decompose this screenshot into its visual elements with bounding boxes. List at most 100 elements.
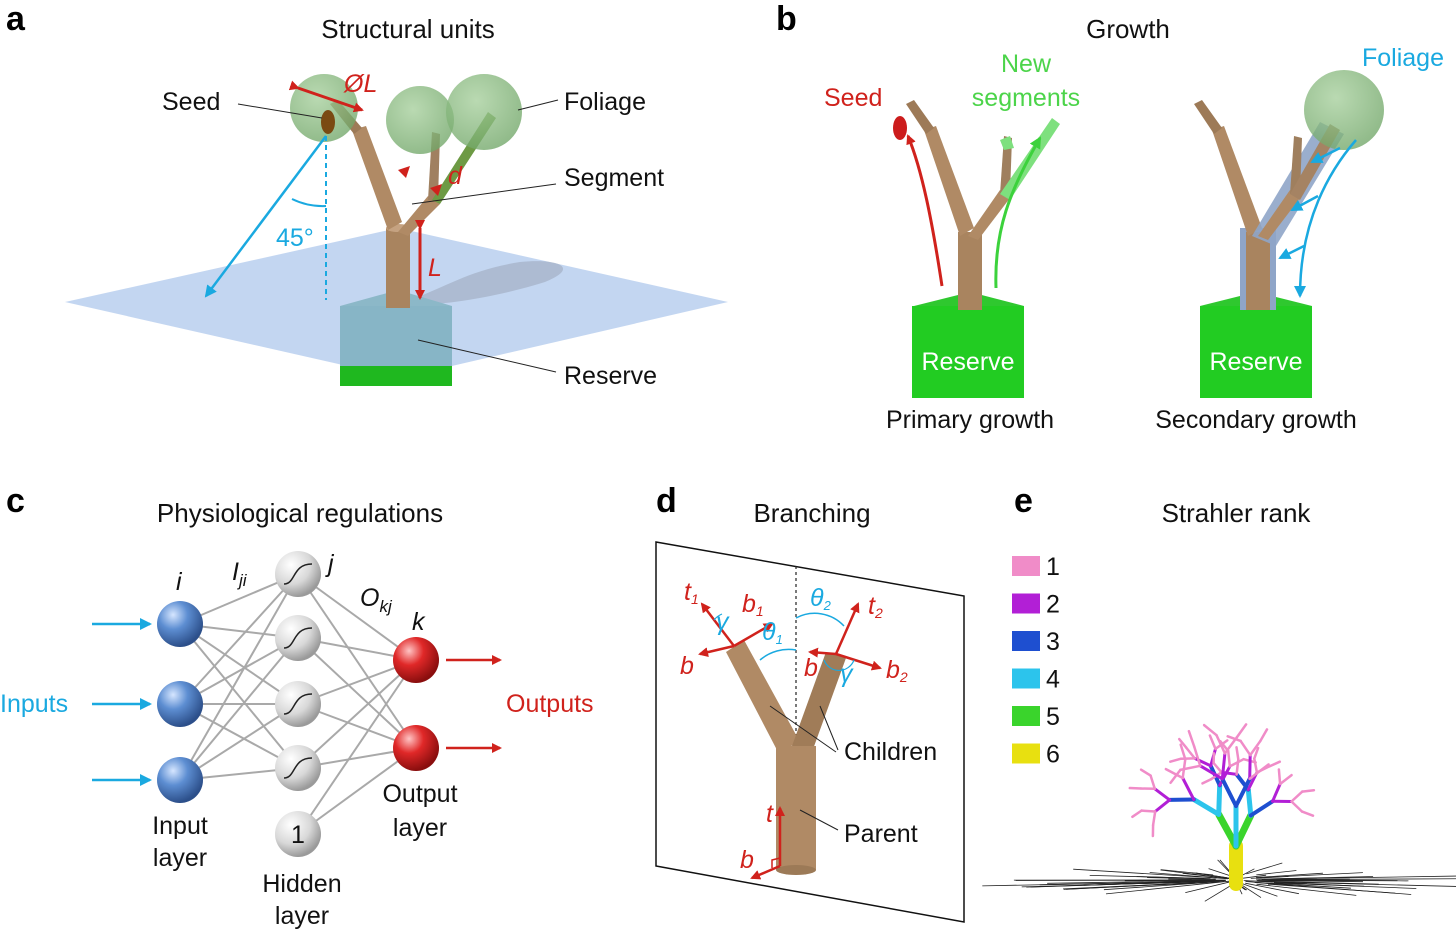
input-neuron-2 [157,681,203,727]
label-d: d [448,162,463,190]
primary-growth-arrow-red [906,134,944,287]
branch-left-b [968,190,1010,240]
panel-b-title: Growth [1086,14,1170,44]
label-primary-growth: Primary growth [886,406,1054,434]
branch-right [398,196,440,236]
seed [321,110,335,134]
panel-c-title: Physiological regulations [157,498,443,528]
branch-rank-2 [1153,787,1172,802]
label-children: Children [844,738,937,766]
branch-rank-1 [1151,810,1157,827]
branch-rank-2 [1220,751,1227,781]
vector-b2 [835,652,882,671]
gamma-arc-2 [823,659,855,672]
branch-rank-1 [1139,768,1152,777]
vector-b1 [733,622,774,648]
branch-rank-1 [1179,743,1187,761]
branch-left-a [924,126,974,236]
gamma-arc-1 [713,613,723,621]
root-line [1243,874,1267,879]
theta2-arc [795,612,845,627]
branch-left-c [1000,136,1012,194]
branch-rank-1 [1131,809,1143,819]
branch-rank-1 [1268,760,1282,768]
label-reserve-right: Reserve [1209,348,1302,376]
new-segment-stub [1000,136,1014,150]
root-line [1168,878,1216,880]
connection-line [179,573,299,781]
vector-t2 [834,602,860,655]
branch-right-a [1212,126,1262,236]
connection-line [179,623,299,705]
label-gamma-1: γ [716,608,730,636]
bias-neuron [275,811,321,857]
label-b-right: b [804,654,818,682]
branch-rank-2 [1271,782,1282,803]
legend-label-rank-1: 1 [1046,553,1060,581]
root-line [1208,868,1230,876]
sigmoid-icon [283,563,313,585]
root-line [1147,877,1216,880]
branch-rank-1 [1235,758,1240,776]
sigmoid-icon [283,693,313,715]
branch-rank-3 [1248,799,1275,818]
seed-leader [237,103,323,119]
label-inputs: Inputs [0,690,68,718]
branch-rank-4 [1245,787,1254,818]
label-outputs: Outputs [506,690,594,718]
panel-letter-e: e [1014,482,1033,520]
hidden-neuron-4 [275,745,321,791]
branch-rank-1 [1226,735,1242,743]
label-input-layer-1: Input [152,812,208,840]
connection-line [297,659,417,835]
branch-rank-2 [1181,776,1196,801]
branch-rank-1 [1253,757,1259,774]
root-line [1105,880,1230,895]
root-line [1255,872,1323,878]
root-line [1182,872,1229,879]
legend-label-rank-5: 5 [1046,703,1060,731]
root-line [1267,883,1396,894]
root-line [1256,883,1357,896]
child-branch-2 [792,652,846,752]
branch-rank-1 [1239,739,1252,757]
root-line [1256,870,1297,876]
d-mark-2 [430,184,442,196]
hidden-neuron-1 [275,551,321,597]
legend-swatch-rank-3 [1012,631,1040,651]
reserve-box-left [912,306,1024,398]
legend-label-rank-3: 3 [1046,628,1060,656]
d-mark-1 [398,166,410,178]
branch-rank-1 [1277,768,1282,786]
input-neuron-1 [157,601,203,647]
label-input-layer-2: layer [153,844,207,872]
foliage-leader [517,99,559,111]
connection-line [179,637,299,781]
secondary-arrow-tick-2 [1290,194,1319,212]
panel-d: d Branching t1 b1 b t2 b2 b t b θ1 [655,482,965,923]
primary-growth-arrow-green [994,136,1042,289]
branch-rank-1 [1301,788,1316,793]
label-diameter: ØL [343,70,377,98]
segment-leader [411,183,557,205]
panel-b: b Growth Reserve Seed New segments Prima… [776,0,1444,434]
reserve-soil [340,366,452,386]
label-secondary-growth: Secondary growth [1155,406,1357,434]
label-hidden-layer-1: Hidden [262,870,341,898]
branch-rank-4 [1191,797,1222,817]
primary-growth-tree: Reserve [893,100,1060,398]
branch-left [352,126,402,230]
secondary-growth-arrow [1294,139,1357,298]
label-bias: 1 [291,821,305,849]
label-output-layer-2: layer [393,814,447,842]
branch-rank-3 [1234,776,1252,808]
label-I: Iji [232,558,248,590]
root-line [1195,872,1230,879]
root-line [1245,880,1308,884]
branch-rank-1 [1212,761,1223,774]
secondary-growth-tree: Reserve [1194,70,1384,398]
legend-label-rank-6: 6 [1046,741,1060,769]
root-line [1257,880,1379,885]
root-line [1256,882,1351,889]
